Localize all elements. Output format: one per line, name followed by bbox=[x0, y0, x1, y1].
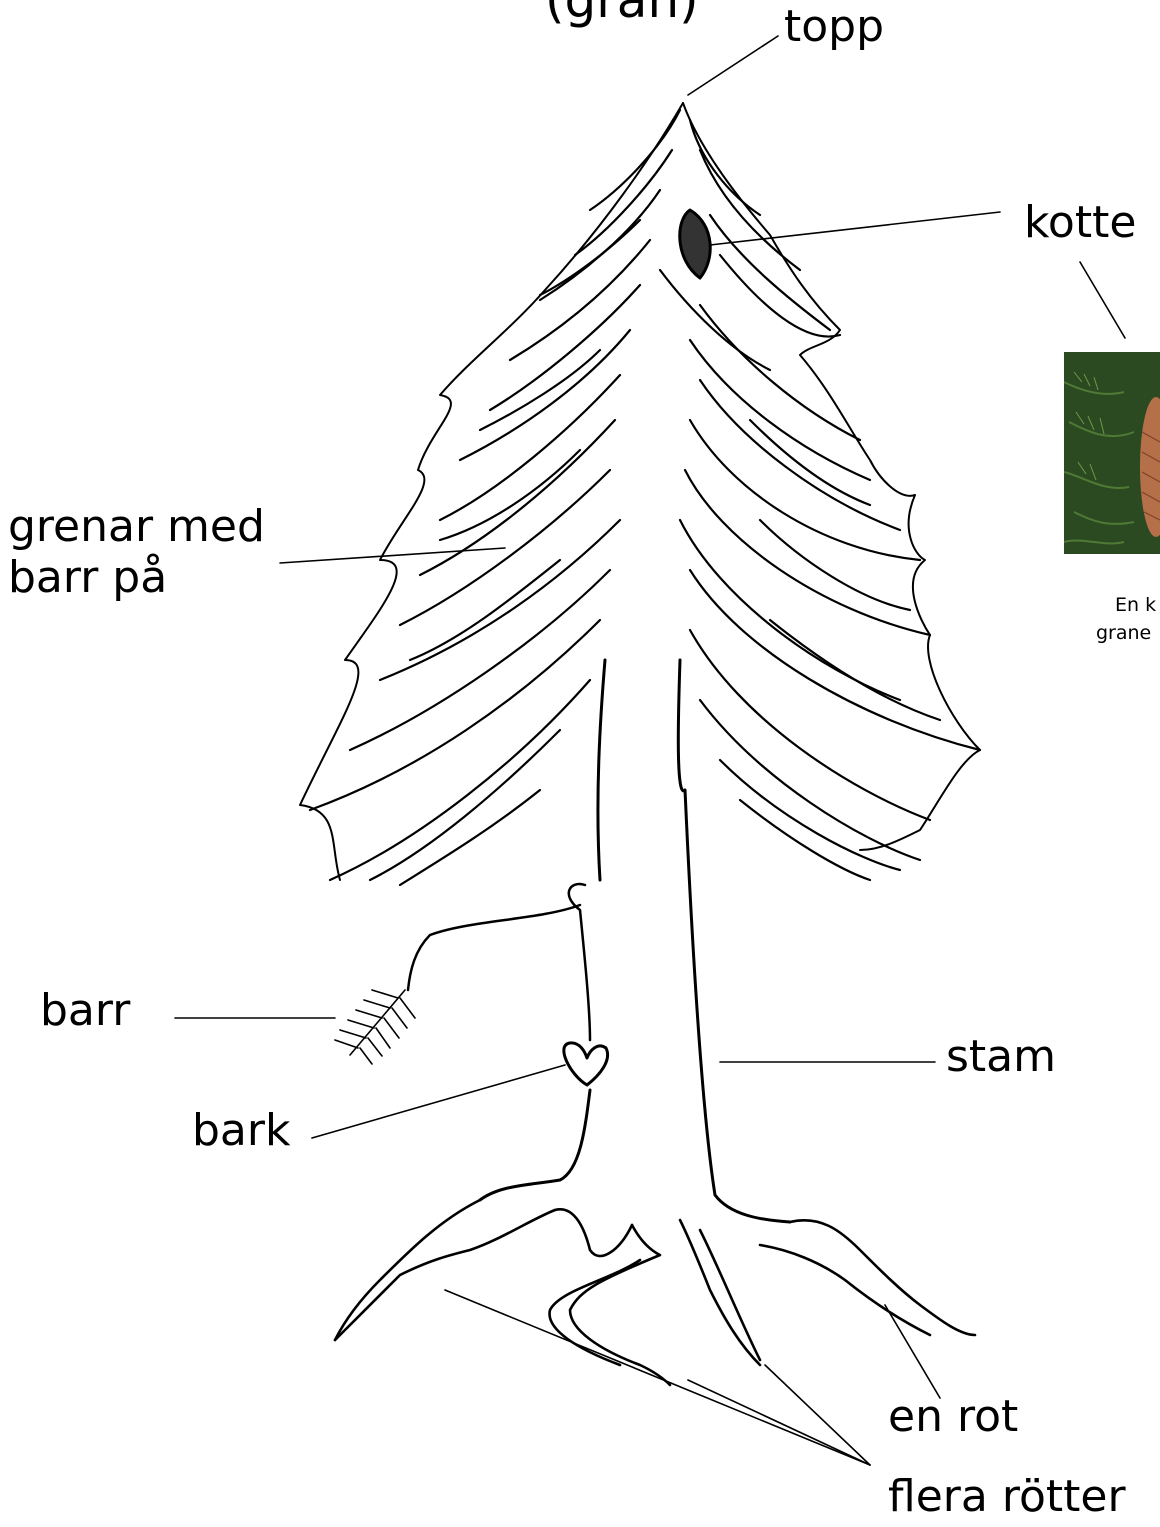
sprig-branch bbox=[408, 884, 590, 1040]
label-stam: stam bbox=[946, 1032, 1056, 1083]
trunk-left-edge bbox=[598, 660, 605, 880]
cone-drawing bbox=[680, 210, 710, 278]
label-grenar-med-barr: grenar med barr på bbox=[8, 502, 265, 603]
trunk-lower-left bbox=[480, 1090, 590, 1200]
needle-sprig bbox=[335, 990, 415, 1064]
label-en-rot: en rot bbox=[888, 1392, 1018, 1443]
leader-lines bbox=[175, 36, 1125, 1465]
label-bark: bark bbox=[192, 1106, 290, 1157]
tree-outline-left bbox=[300, 103, 683, 880]
label-barr: barr bbox=[40, 986, 130, 1037]
label-topp: topp bbox=[784, 2, 884, 53]
photo-caption-line-2: grane bbox=[1096, 622, 1151, 644]
label-flera-rotter: flera rötter bbox=[888, 1472, 1126, 1523]
trunk-right-edge bbox=[678, 660, 790, 1222]
photo-caption-line-1: En k bbox=[1115, 594, 1156, 616]
spruce-cone-photo bbox=[1064, 352, 1160, 554]
bark-heart bbox=[564, 1043, 608, 1085]
title-fragment: (gran) bbox=[545, 0, 699, 30]
roots bbox=[335, 1200, 975, 1385]
label-kotte: kotte bbox=[1024, 198, 1136, 249]
